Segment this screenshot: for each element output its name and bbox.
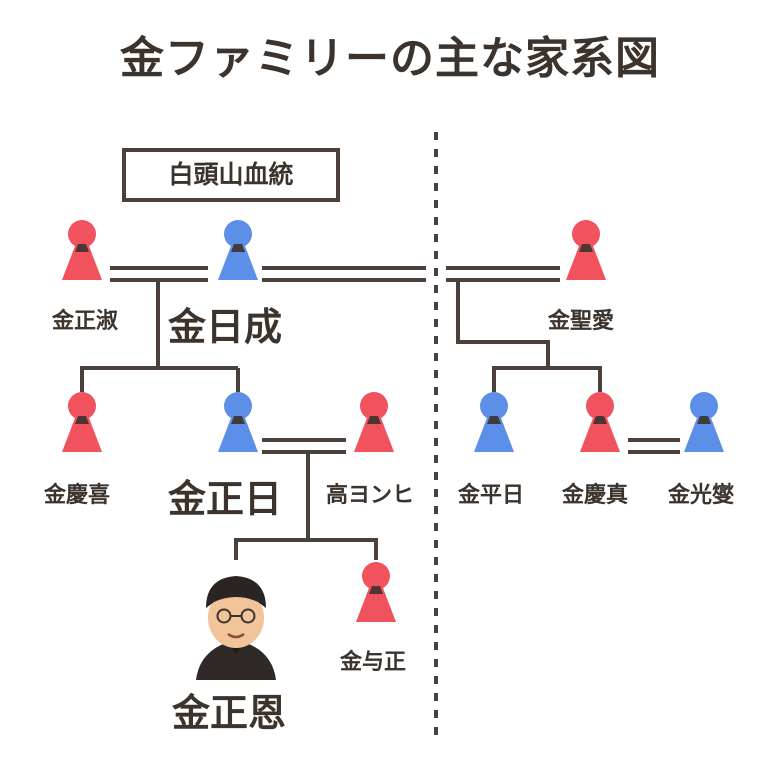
male-person-icon: [474, 392, 514, 452]
name-label: 金平日: [458, 483, 525, 508]
male-person-icon: [218, 220, 258, 280]
female-person-icon: [356, 562, 396, 622]
name-label: 金慶喜: [44, 483, 111, 508]
name-label: 金正淑: [52, 309, 119, 334]
female-person-icon: [566, 220, 606, 280]
name-label: 金慶真: [562, 483, 629, 508]
kim-jong-un-portrait: [196, 576, 276, 680]
female-person-icon: [580, 392, 620, 452]
female-person-icon: [354, 392, 394, 452]
female-person-icon: [62, 220, 102, 280]
name-label: 金聖愛: [548, 309, 615, 334]
name-label-emphasis: 金正日: [168, 477, 283, 521]
lineage-label-box: 白頭山血統: [122, 148, 340, 202]
name-label-emphasis: 金日成: [168, 305, 283, 349]
female-person-icon: [62, 392, 102, 452]
page-title: 金ファミリーの主な家系図: [120, 33, 660, 84]
name-label: 金与正: [340, 650, 407, 675]
male-person-icon: [684, 392, 724, 452]
descent-line-jongil-children: [234, 452, 310, 560]
name-label: 金光燮: [668, 483, 735, 508]
name-label-emphasis: 金正恩: [172, 691, 287, 735]
male-person-icon: [218, 392, 258, 452]
descent-line-pyongil: [492, 366, 602, 392]
descent-line-songae-children: [456, 280, 550, 368]
descent-line-to-yojong: [308, 538, 378, 560]
name-label: 高ヨンヒ: [326, 483, 415, 508]
descent-line-ilsung-children: [80, 280, 160, 392]
